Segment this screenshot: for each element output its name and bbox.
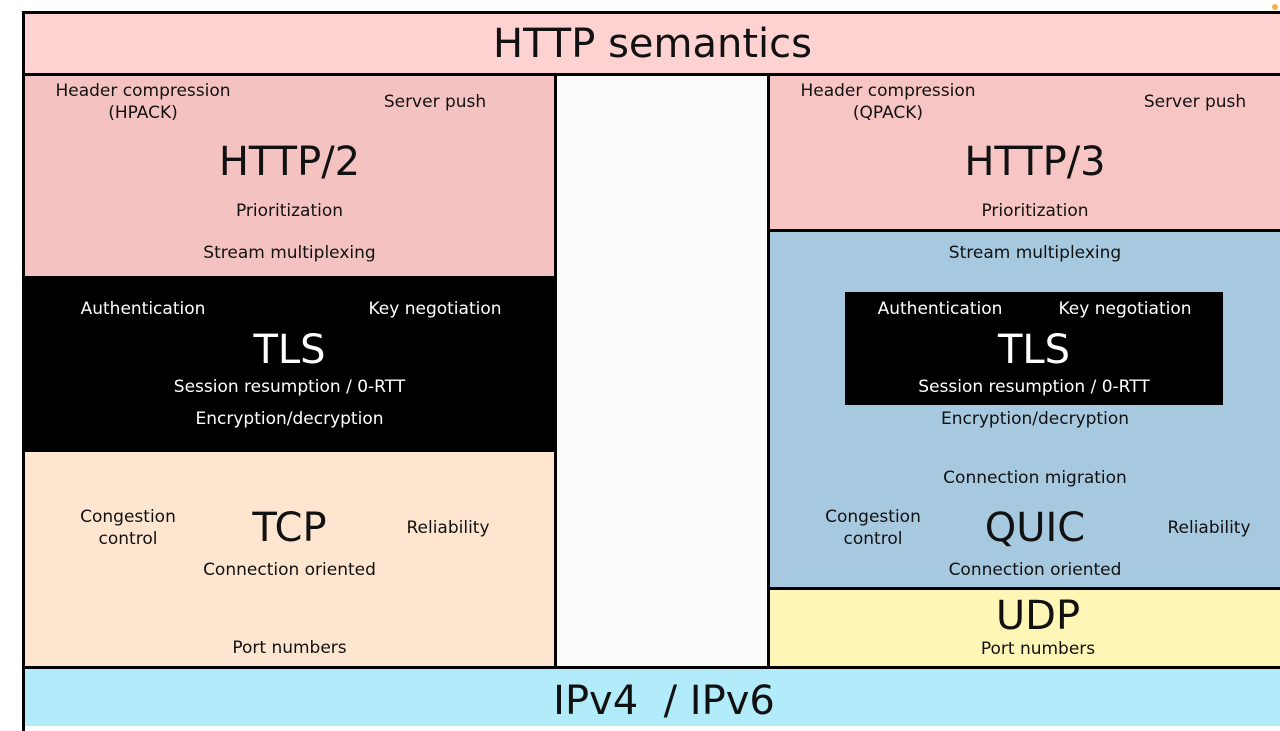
tls-layer-left: Authentication Key negotiation TLS Sessi… <box>25 276 557 452</box>
tls-left-key-negotiation-label: Key negotiation <box>368 299 502 319</box>
center-gap <box>557 76 767 666</box>
tls-left-encryption-label: Encryption/decryption <box>195 409 384 429</box>
udp-port-numbers-label: Port numbers <box>980 639 1096 659</box>
quic-connection-migration-label: Connection migration <box>943 468 1127 488</box>
http3-qpack-label: (QPACK) <box>852 103 924 123</box>
quic-congestion-label-line2: control <box>843 529 903 549</box>
tls-left-session-resumption-label: Session resumption / 0-RTT <box>173 377 406 397</box>
http2-header-compression-label: Header compression <box>55 81 231 101</box>
quic-stream-multiplexing-label: Stream multiplexing <box>948 243 1122 263</box>
tcp-connection-oriented-label: Connection oriented <box>203 560 376 580</box>
tls-left-authentication-label: Authentication <box>80 299 206 319</box>
corner-dot <box>1272 4 1278 10</box>
tcp-reliability-label: Reliability <box>406 518 490 538</box>
tcp-title: TCP <box>252 505 327 551</box>
quic-connection-oriented-label: Connection oriented <box>948 560 1122 580</box>
tls-right-authentication-label: Authentication <box>877 299 1003 319</box>
quic-layer: Stream multiplexing Encryption/decryptio… <box>767 232 1280 590</box>
http2-server-push-label: Server push <box>383 92 487 112</box>
tls-right-key-negotiation-label: Key negotiation <box>1058 299 1192 319</box>
udp-title: UDP <box>995 593 1081 639</box>
http3-header-compression-label: Header compression <box>800 81 976 101</box>
ip-title: IPv4 / IPv6 <box>553 678 775 724</box>
diagram-frame <box>22 11 1280 731</box>
http-semantics-layer: HTTP semantics <box>25 14 1280 76</box>
tcp-layer: Congestion control TCP Reliability Conne… <box>25 452 557 666</box>
http2-hpack-label: (HPACK) <box>108 103 178 123</box>
tcp-port-numbers-label: Port numbers <box>232 638 347 658</box>
quic-encryption-label: Encryption/decryption <box>941 409 1129 429</box>
http3-title: HTTP/3 <box>964 139 1106 185</box>
http2-stream-multiplexing-label: Stream multiplexing <box>203 243 376 263</box>
http2-prioritization-label: Prioritization <box>235 201 344 221</box>
tcp-congestion-label-line1: Congestion <box>80 507 176 527</box>
quic-reliability-label: Reliability <box>1167 518 1251 538</box>
http3-server-push-label: Server push <box>1143 92 1247 112</box>
http2-title: HTTP/2 <box>218 139 361 185</box>
tls-right-session-resumption-label: Session resumption / 0-RTT <box>918 377 1150 397</box>
quic-congestion-label-line1: Congestion <box>825 507 921 527</box>
http2-layer: Header compression (HPACK) Server push H… <box>25 76 557 276</box>
udp-layer: UDP Port numbers <box>767 590 1280 666</box>
tls-layer-right: Authentication Key negotiation TLS Sessi… <box>845 292 1223 405</box>
tcp-congestion-label-line2: control <box>98 529 158 549</box>
tls-left-title: TLS <box>253 327 326 373</box>
http3-layer: Header compression (QPACK) Server push H… <box>767 76 1280 232</box>
http3-prioritization-label: Prioritization <box>981 201 1089 221</box>
tls-right-title: TLS <box>997 327 1071 373</box>
quic-title: QUIC <box>984 505 1086 551</box>
http-semantics-title: HTTP semantics <box>493 21 812 67</box>
ip-layer: IPv4 / IPv6 <box>25 666 1280 726</box>
